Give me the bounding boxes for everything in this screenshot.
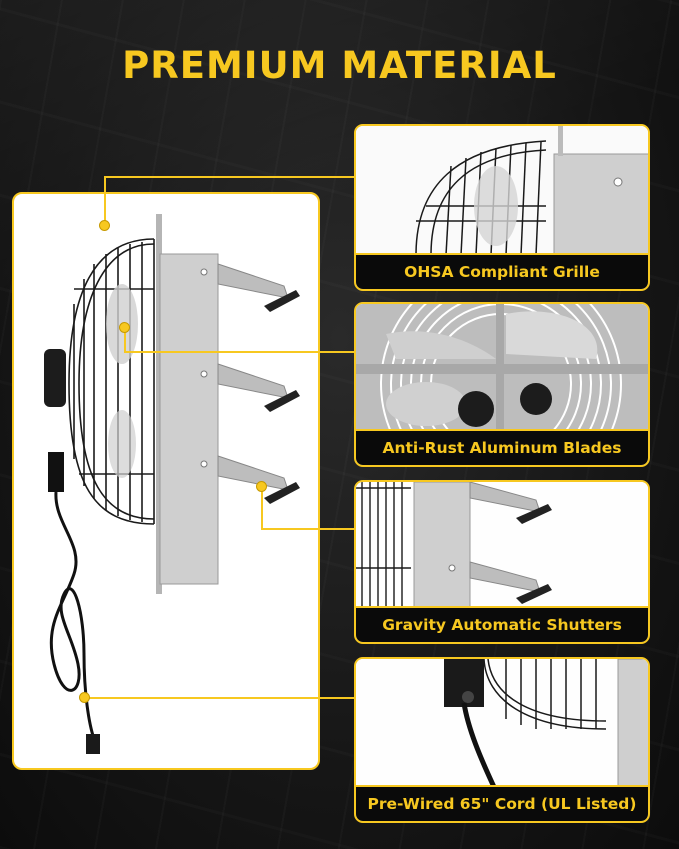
callout-label-blades: Anti-Rust Aluminum Blades [356, 429, 648, 465]
callout-blades: Anti-Rust Aluminum Blades [354, 302, 650, 467]
fan-side-view-illustration [44, 214, 300, 754]
motor-icon [44, 349, 66, 407]
connector-line-grille [104, 176, 355, 178]
callout-dot-grille [99, 220, 110, 231]
callout-cord: Pre-Wired 65" Cord (UL Listed) [354, 657, 650, 823]
callout-dot-cord [79, 692, 90, 703]
page-title: PREMIUM MATERIAL [122, 44, 557, 87]
callout-shutters: Gravity Automatic Shutters [354, 480, 650, 644]
connector-line-shutters [261, 528, 355, 530]
callout-dot-blades [119, 322, 130, 333]
shutters-closeup-image [356, 482, 648, 606]
grille-closeup-image [356, 126, 648, 253]
blades-closeup-image [356, 304, 648, 429]
connector-line-grille-vertical [104, 176, 106, 226]
callout-label-cord: Pre-Wired 65" Cord (UL Listed) [356, 785, 648, 821]
cord-closeup-image [356, 659, 648, 785]
main-product-panel [12, 192, 320, 770]
connector-line-shutters-vertical [261, 486, 263, 530]
connector-line-cord [84, 697, 355, 699]
callout-grille: OHSA Compliant Grille [354, 124, 650, 291]
connector-line-blades [124, 351, 355, 353]
connector-line-blades-vertical [124, 328, 126, 353]
callout-label-grille: OHSA Compliant Grille [356, 253, 648, 289]
callout-dot-shutters [256, 481, 267, 492]
callout-label-shutters: Gravity Automatic Shutters [356, 606, 648, 642]
